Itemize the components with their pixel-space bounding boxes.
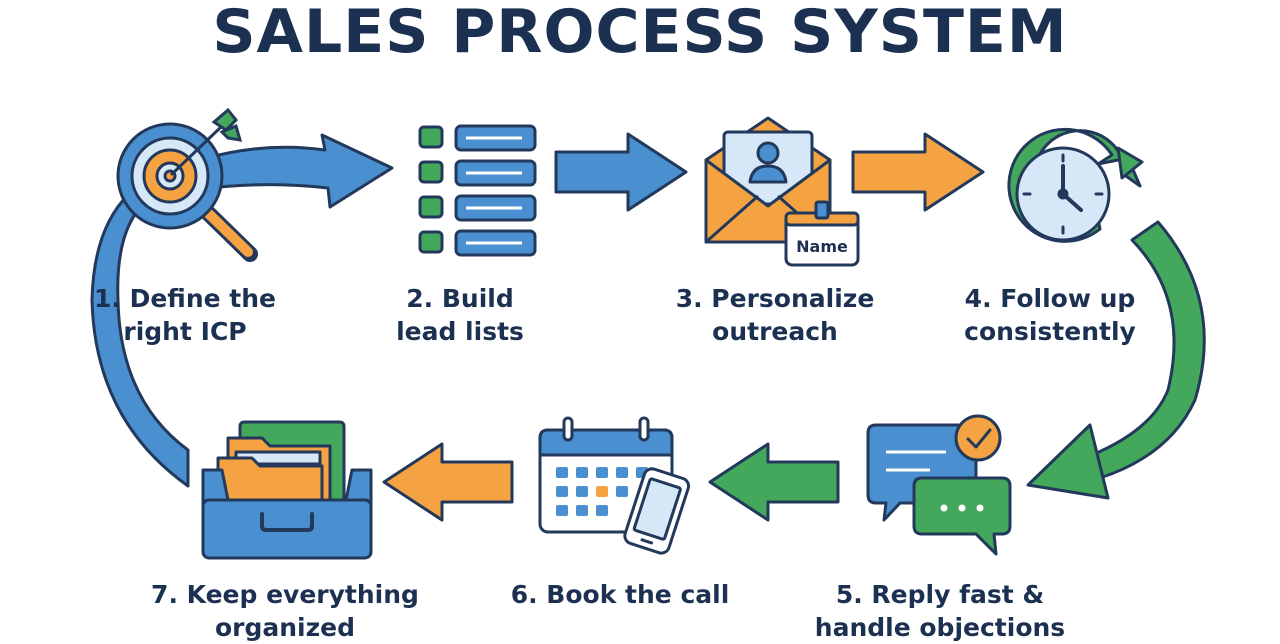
step-7-line2: organized [214,613,356,642]
step-7-label: 7. Keep everything organized [130,578,440,644]
arrow-3-to-4 [851,132,985,212]
target-magnifier-icon [116,107,258,262]
step-2-line2: lead lists [396,317,524,346]
arrow-6-to-7 [382,442,514,522]
name-badge-text: Name [796,237,848,256]
page-title: SALES PROCESS SYSTEM [212,0,1068,67]
step-4-label: 4. Follow up consistently [930,282,1170,348]
checklist-icon [418,124,537,257]
step-5-line2: handle objections [814,613,1066,642]
arrow-5-to-6 [708,442,840,522]
step-1-label: 1. Define the right ICP [40,282,330,348]
step-1-line1: 1. Define the [94,284,276,313]
envelope-profile-icon: Name [704,116,860,267]
chat-bubbles-icon [866,414,1012,556]
arrow-2-to-3 [554,132,688,212]
step-4-line1: 4. Follow up [964,284,1136,313]
step-4-line2: consistently [964,317,1136,346]
step-2-line1: 2. Build [406,284,514,313]
step-7-line1: 7. Keep everything [151,580,419,609]
step-5-line1: 5. Reply fast & [835,580,1045,609]
arrow-4-to-5 [1026,220,1206,500]
step-2-label: 2. Build lead lists [345,282,575,348]
file-drawer-icon [201,420,373,560]
clock-cycle-icon [1007,127,1144,243]
step-3-line2: outreach [712,317,838,346]
step-3-label: 3. Personalize outreach [650,282,900,348]
calendar-phone-icon [538,416,691,555]
step-1-line2: right ICP [123,317,247,346]
step-6-line1: 6. Book the call [510,580,730,609]
step-5-label: 5. Reply fast & handle objections [790,578,1090,644]
step-3-line1: 3. Personalize [675,284,875,313]
step-6-label: 6. Book the call [485,578,755,611]
